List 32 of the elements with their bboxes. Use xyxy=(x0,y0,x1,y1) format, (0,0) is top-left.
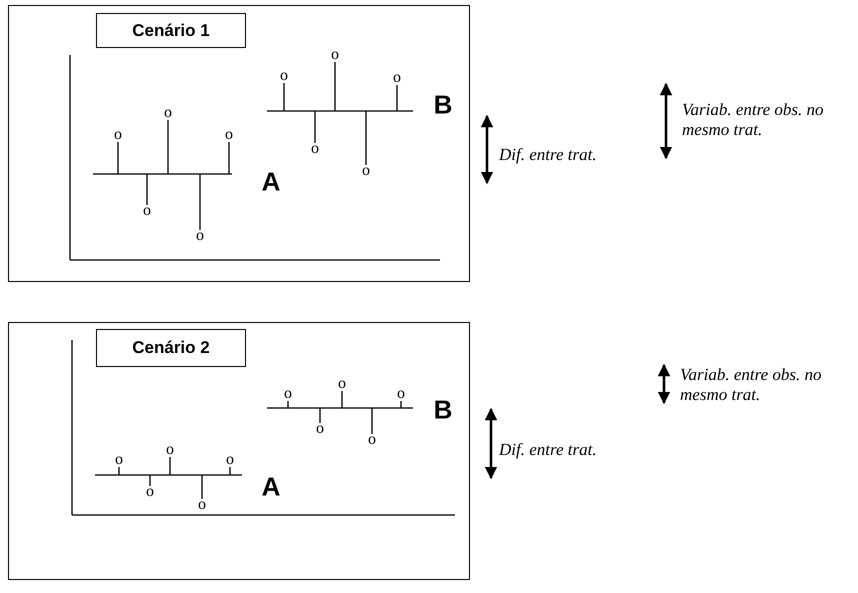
observation-mark: o xyxy=(114,126,122,144)
group-letter: A xyxy=(262,166,280,198)
panel-frame xyxy=(8,322,470,580)
observation-mark: o xyxy=(393,69,401,88)
annotation-text: Variab. entre obs. no mesmo trat. xyxy=(682,100,825,140)
observation-mark: o xyxy=(115,451,123,470)
annotation-text: Dif. entre trat. xyxy=(499,440,597,460)
observation-mark: o xyxy=(362,162,370,180)
observation-mark: o xyxy=(198,496,206,514)
annotation-text: Variab. entre obs. no mesmo trat. xyxy=(680,365,823,405)
observation-mark: o xyxy=(338,375,346,394)
observation-mark: o xyxy=(164,104,172,122)
observation-mark: o xyxy=(196,227,204,246)
group-letter: B xyxy=(434,394,452,426)
scenario-title: Cenário 1 xyxy=(96,13,246,48)
annotation-text: Dif. entre trat. xyxy=(499,145,597,165)
group-letter: B xyxy=(434,90,452,120)
observation-mark: o xyxy=(225,126,233,144)
observation-mark: o xyxy=(397,385,405,404)
observation-mark: o xyxy=(280,67,288,86)
observation-mark: o xyxy=(368,431,376,450)
group-letter: A xyxy=(262,472,280,502)
scenario-title: Cenário 2 xyxy=(96,329,246,367)
observation-mark: o xyxy=(284,385,292,404)
observation-mark: o xyxy=(166,441,174,460)
observation-mark: o xyxy=(226,451,234,470)
observation-mark: o xyxy=(143,202,151,220)
observation-mark: o xyxy=(146,483,154,502)
observation-mark: o xyxy=(316,420,324,438)
observation-mark: o xyxy=(311,140,319,158)
panel-frame xyxy=(8,5,470,282)
observation-mark: o xyxy=(331,46,339,64)
